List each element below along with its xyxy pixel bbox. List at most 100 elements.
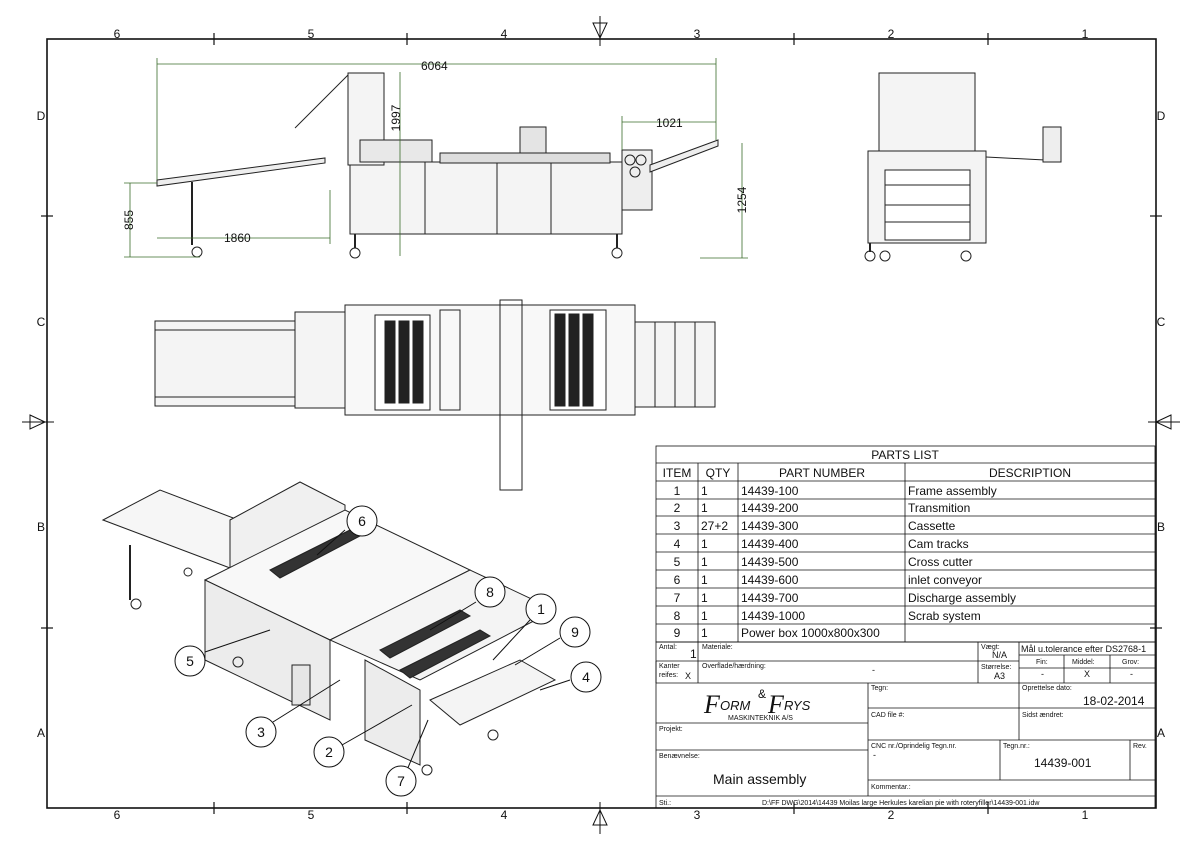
col-label: 4: [501, 808, 508, 822]
cell-part-number: 14439-600: [741, 573, 799, 587]
middel-value: X: [1084, 669, 1090, 679]
logo-letter: F: [767, 690, 785, 719]
table-row: 1 1 14439-100 Frame assembly: [674, 484, 997, 498]
overflade-label: Overflade/hærdning:: [702, 663, 766, 670]
drawing-frame: [22, 16, 1180, 834]
balloon-numbers: 6 8 1 9 4 5 3 2 7: [186, 513, 590, 789]
sti-value: D:\FF DWG\2014\14439 Moilas large Herkul…: [762, 800, 1040, 807]
table-row: 2 1 14439-200 Transmition: [674, 501, 971, 515]
drawing-number: 14439-001: [1034, 756, 1092, 770]
oprettelse-value: 18-02-2014: [1083, 694, 1145, 708]
col-label: 3: [694, 808, 701, 822]
cnc-value: -: [873, 750, 876, 760]
cell-description: Cross cutter: [908, 555, 973, 569]
tolerance-label: Mål u.tolerance efter DS2768-1: [1021, 644, 1146, 654]
col-label: 6: [114, 27, 121, 41]
column-labels-bottom: 6 5 4 3 2 1: [114, 808, 1089, 822]
cell-part-number: 14439-1000: [741, 609, 805, 623]
cell-item: 1: [674, 484, 681, 498]
table-row: 7 1 14439-700 Discharge assembly: [674, 591, 1016, 605]
parts-list-title: PARTS LIST: [871, 448, 939, 462]
balloon-number: 9: [571, 624, 579, 640]
cell-description: Scrab system: [908, 609, 981, 623]
row-label: B: [37, 520, 45, 534]
benaevnelse-label: Benævnelse:: [659, 753, 700, 760]
cnc-label: CNC nr./Oprindelig Tegn.nr.: [871, 743, 957, 750]
kanter-value: X: [685, 671, 691, 681]
grov-value: -: [1130, 669, 1133, 679]
isometric-view: [101, 481, 557, 776]
stoerrelse-value: A3: [994, 671, 1005, 681]
balloon-7: [385, 765, 417, 797]
kanter-label: Kanter: [659, 663, 680, 670]
table-row: 6 1 14439-600 inlet conveyor: [674, 573, 982, 587]
col-label: 2: [888, 808, 895, 822]
header-item: ITEM: [663, 466, 692, 480]
col-label: 1: [1082, 27, 1089, 41]
antal-value: 1: [690, 647, 697, 661]
balloon-5: [174, 645, 206, 677]
cell-qty: 1: [701, 609, 708, 623]
balloon-number: 7: [397, 773, 405, 789]
table-row: 3 27+2 14439-300 Cassette: [674, 519, 956, 533]
row-label: C: [1157, 315, 1166, 329]
dimension-values: 6064 1997 1021 855 1860 1254: [122, 59, 749, 245]
header-qty: QTY: [706, 466, 731, 480]
col-label: 5: [308, 808, 315, 822]
column-labels-top: 6 5 4 3 2 1: [114, 27, 1089, 41]
balloon-6: [346, 505, 378, 537]
logo-text: RYS: [784, 698, 811, 713]
row-label: D: [1157, 109, 1166, 123]
cell-item: 5: [674, 555, 681, 569]
cell-part-number: 14439-500: [741, 555, 799, 569]
cell-part-number: 14439-400: [741, 537, 799, 551]
table-row: 5 1 14439-500 Cross cutter: [674, 555, 973, 569]
kommentar-label: Kommentar.:: [871, 784, 911, 791]
balloon-number: 2: [325, 744, 333, 760]
cell-description: Discharge assembly: [908, 591, 1016, 605]
balloon-8: [474, 576, 506, 608]
end-view: [864, 72, 1062, 262]
cell-qty: 1: [701, 591, 708, 605]
overflade-value: -: [872, 665, 875, 675]
row-label: C: [37, 315, 46, 329]
cell-description: Frame assembly: [908, 484, 997, 498]
vaegt-value: N/A: [992, 650, 1007, 660]
tegn-label: Tegn:: [871, 685, 888, 692]
parts-list: PARTS LIST ITEM QTY PART NUMBER DESCRIPT…: [655, 445, 1156, 643]
table-row: 9 1 Power box 1000x800x300: [674, 626, 880, 640]
header-part-number: PART NUMBER: [779, 466, 865, 480]
balloon-number: 8: [486, 584, 494, 600]
balloon-number: 1: [537, 601, 545, 617]
col-label: 6: [114, 808, 121, 822]
cad-file-label: CAD file #:: [871, 712, 905, 719]
col-label: 2: [888, 27, 895, 41]
balloon-4: [570, 661, 602, 693]
grov-label: Grov:: [1122, 659, 1139, 666]
balloon-2: [313, 736, 345, 768]
cell-description: Cassette: [908, 519, 956, 533]
balloon-number: 6: [358, 513, 366, 529]
logo-ampersand: &: [758, 687, 766, 701]
middel-label: Middel:: [1072, 659, 1095, 666]
fin-value: -: [1041, 669, 1044, 679]
top-view: [154, 299, 716, 491]
cell-item: 4: [674, 537, 681, 551]
balloon-3: [245, 716, 277, 748]
dim-discharge-length: 1021: [656, 116, 683, 130]
kanter-label: reifes:: [659, 672, 678, 679]
dim-height: 1997: [389, 104, 403, 131]
dim-infeed-length: 1860: [224, 231, 251, 245]
table-row: 8 1 14439-1000 Scrab system: [674, 609, 981, 623]
cell-qty: 1: [701, 537, 708, 551]
cell-description: Cam tracks: [908, 537, 969, 551]
balloon-1: [525, 593, 557, 625]
logo-subtitle: MASKINTEKNIK A/S: [728, 715, 793, 722]
materiale-label: Materiale:: [702, 644, 733, 651]
cell-part-number: Power box 1000x800x300: [741, 626, 880, 640]
oprettelse-label: Oprettelse dato:: [1022, 685, 1072, 692]
title-block: Antal: 1 Materiale: Vægt: N/A Mål u.tole…: [655, 641, 1156, 809]
col-label: 3: [694, 27, 701, 41]
sidst-aendret-label: Sidst ændret:: [1022, 712, 1064, 719]
dim-infeed-height: 855: [122, 210, 136, 230]
